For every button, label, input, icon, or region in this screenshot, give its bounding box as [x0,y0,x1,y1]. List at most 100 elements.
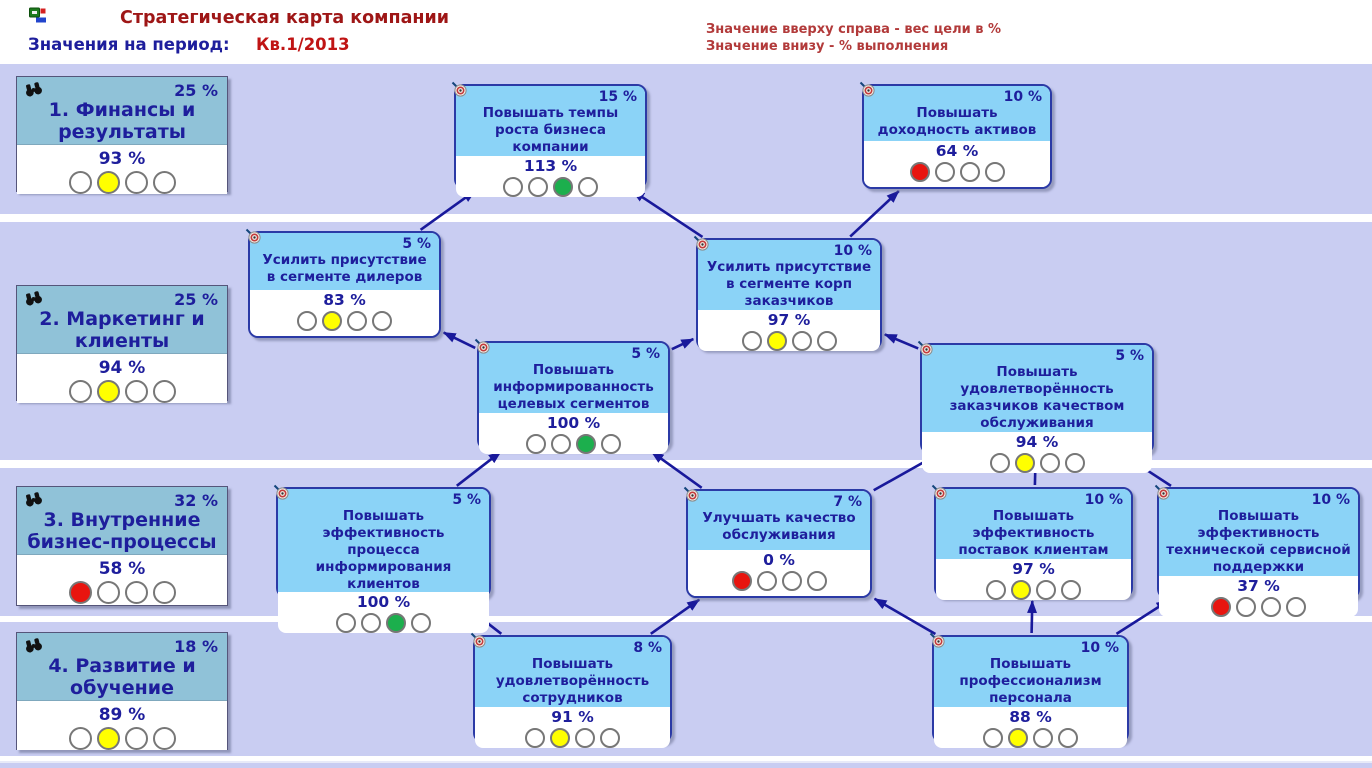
traffic-lights [17,379,227,403]
goal-weight: 10 % [1080,640,1119,656]
period-label: Значения на период: [28,35,230,54]
perspective-completion: 94 % [98,357,146,378]
goal-node-g_supply[interactable]: 10 % Повышать эффективность поставок кли… [931,484,1133,600]
goal-node-g_quality[interactable]: 7 % Улучшать качество обслуживания 0 % [683,486,872,598]
perspective-footer: 58 % [17,554,227,605]
traffic-light-off [124,726,148,750]
goal-header: 5 % Повышать эффективность процесса инфо… [273,484,489,593]
goal-footer: 113 % [456,155,645,197]
goal-node-g_satisfaction[interactable]: 5 % Повышать удовлетворённость заказчико… [917,340,1154,473]
goal-completion: 83 % [323,291,366,309]
goal-footer: 37 % [1159,575,1358,617]
goal-completion: 100 % [546,413,601,432]
goal-node-g_techsupport[interactable]: 10 % Повышать эффективность технической … [1154,484,1360,617]
traffic-light-off [1039,452,1060,473]
target-icon [917,340,933,360]
period-value[interactable]: Кв.1/2013 [256,35,350,54]
perspective-completion: 58 % [98,558,146,579]
traffic-light-off [503,176,523,197]
goal-title: Повышать удовлетворённость сотрудников [495,656,650,706]
target-icon [273,484,289,504]
goal-header: 10 % Повышать эффективность технической … [1154,484,1358,576]
goal-weight: 10 % [1003,89,1042,105]
traffic-light-active [553,176,573,197]
perspective-card-p4[interactable]: 18 % 4. Развитие и обучение 89 % [16,632,228,750]
perspective-footer: 93 % [17,144,227,194]
target-icon [859,81,875,101]
traffic-light-active [1008,727,1028,748]
traffic-light-off [1058,727,1078,748]
target-icon [470,632,486,652]
goal-header: 10 % Усилить присутствие в сегменте корп… [693,235,880,310]
goal-header: 7 % Улучшать качество обслуживания [683,486,870,550]
traffic-light-active [68,580,92,604]
traffic-light-active [386,613,406,634]
target-icon [1154,484,1170,504]
traffic-light-off [347,311,367,331]
traffic-light-off [297,311,317,331]
goal-completion: 37 % [1237,576,1280,595]
goal-node-g_infoprocess[interactable]: 5 % Повышать эффективность процесса инфо… [273,484,491,634]
binoculars-icon [24,638,43,657]
target-icon [683,486,699,506]
goal-title: Усилить присутствие в сегменте корп зака… [706,259,872,309]
traffic-light-off [526,433,546,454]
target-icon [929,632,945,652]
legend-weight-note: Значение вверху справа - вес цели в % [706,22,1002,37]
perspective-card-p3[interactable]: 32 % 3. Внутренние бизнес-процессы 58 % [16,486,228,606]
perspective-card-p1[interactable]: 25 % 1. Финансы и результаты 93 % [16,76,228,194]
goal-footer: 88 % [934,706,1127,748]
traffic-light-active [96,726,120,750]
goal-header: 5 % Усилить присутствие в сегменте дилер… [245,228,439,290]
traffic-light-off [528,176,548,197]
traffic-light-off [361,613,381,634]
traffic-light-off [68,170,92,194]
goal-node-g_corp[interactable]: 10 % Усилить присутствие в сегменте корп… [693,235,882,351]
goal-weight: 10 % [1084,492,1123,508]
traffic-lights [250,311,439,331]
goal-weight: 5 % [631,346,660,362]
traffic-light-off [152,170,176,194]
goal-node-g_growth[interactable]: 15 % Повышать темпы роста бизнеса компан… [451,81,647,197]
goal-title: Повышать эффективность поставок клиентам [958,508,1109,558]
goal-completion: 0 % [763,551,795,569]
goal-header: 8 % Повышать удовлетворённость сотрудник… [470,632,670,707]
goal-title: Повышать профессионализм персонала [959,656,1102,706]
goal-node-g_employees[interactable]: 8 % Повышать удовлетворённость сотрудник… [470,632,672,748]
traffic-light-active [1014,452,1035,473]
goal-header: 10 % Повышать эффективность поставок кли… [931,484,1131,559]
perspective-card-p2[interactable]: 25 % 2. Маркетинг и клиенты 94 % [16,285,228,403]
goal-completion: 64 % [935,142,979,160]
traffic-light-off [336,613,356,634]
perspective-header: 18 % 4. Развитие и обучение [17,633,227,701]
goal-weight: 7 % [833,494,862,510]
legend-completion-note: Значение внизу - % выполнения [706,39,949,54]
traffic-light-active [766,330,787,351]
traffic-light-off [1286,596,1306,617]
binoculars-icon [24,291,43,310]
traffic-light-off [1236,596,1256,617]
perspective-band-4 [0,622,1372,756]
goal-node-g_professional[interactable]: 10 % Повышать профессионализм персонала … [929,632,1129,748]
traffic-light-off [959,162,980,182]
traffic-light-off [741,330,762,351]
traffic-lights [17,580,227,604]
goal-node-g_dealers[interactable]: 5 % Усилить присутствие в сегменте дилер… [245,228,441,338]
traffic-light-off [600,727,620,748]
perspective-header: 25 % 1. Финансы и результаты [17,77,227,145]
perspective-weight: 32 % [174,491,218,510]
page-title: Стратегическая карта компании [120,8,449,28]
goal-completion: 100 % [356,593,411,612]
goal-node-g_assets[interactable]: 10 % Повышать доходность активов 64 % [859,81,1052,189]
traffic-lights [17,726,227,750]
traffic-light-off [934,162,955,182]
traffic-light-off [806,571,827,591]
perspective-title: 1. Финансы и результаты [48,99,196,144]
traffic-light-active [96,379,120,403]
goal-node-g_inform[interactable]: 5 % Повышать информированность целевых с… [474,338,670,454]
perspective-header: 25 % 2. Маркетинг и клиенты [17,286,227,354]
goal-title: Повышать темпы роста бизнеса компании [482,105,619,155]
traffic-light-off [1061,579,1081,600]
traffic-lights [456,176,645,197]
goal-title: Повышать эффективность процесса информир… [315,508,452,592]
